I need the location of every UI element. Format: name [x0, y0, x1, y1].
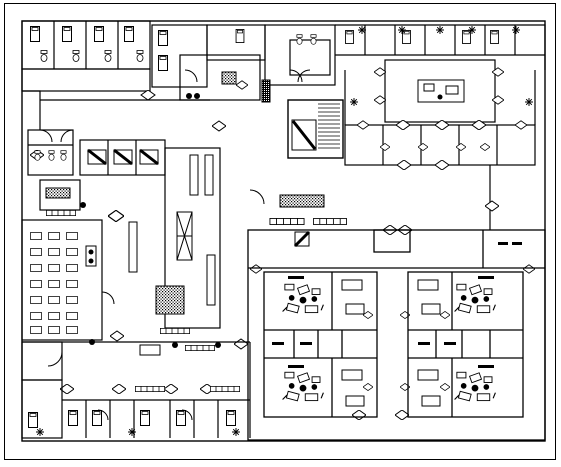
chair-row-icon [269, 218, 305, 225]
lower-left-rooms [21, 341, 251, 439]
bench-icon [279, 194, 325, 208]
chair-row-icon [184, 345, 216, 351]
chair-row-icon [209, 386, 241, 392]
reception-desk-icon [139, 344, 161, 356]
central-lobby-furniture [128, 154, 216, 315]
toilet-icon [34, 150, 67, 161]
elevator-icon [221, 71, 237, 85]
classroom-desk-grid [30, 232, 97, 334]
top-left-patient-rooms [21, 20, 151, 92]
bottom-right-office-block [247, 229, 546, 441]
bed-icon [87, 148, 159, 166]
bench-icon [45, 187, 71, 199]
door-swing-icon [184, 69, 311, 83]
door-swing-icon [39, 129, 265, 421]
stair-icon [261, 79, 344, 159]
desk-icon [341, 279, 441, 407]
chair-row-icon [45, 210, 77, 216]
chair-row-icon [134, 386, 166, 392]
chair-row-icon [313, 218, 347, 225]
sheet-border [4, 3, 556, 460]
chair-row-icon [159, 328, 191, 334]
label-bar [272, 242, 522, 368]
nurse-desk-icon [417, 79, 465, 103]
